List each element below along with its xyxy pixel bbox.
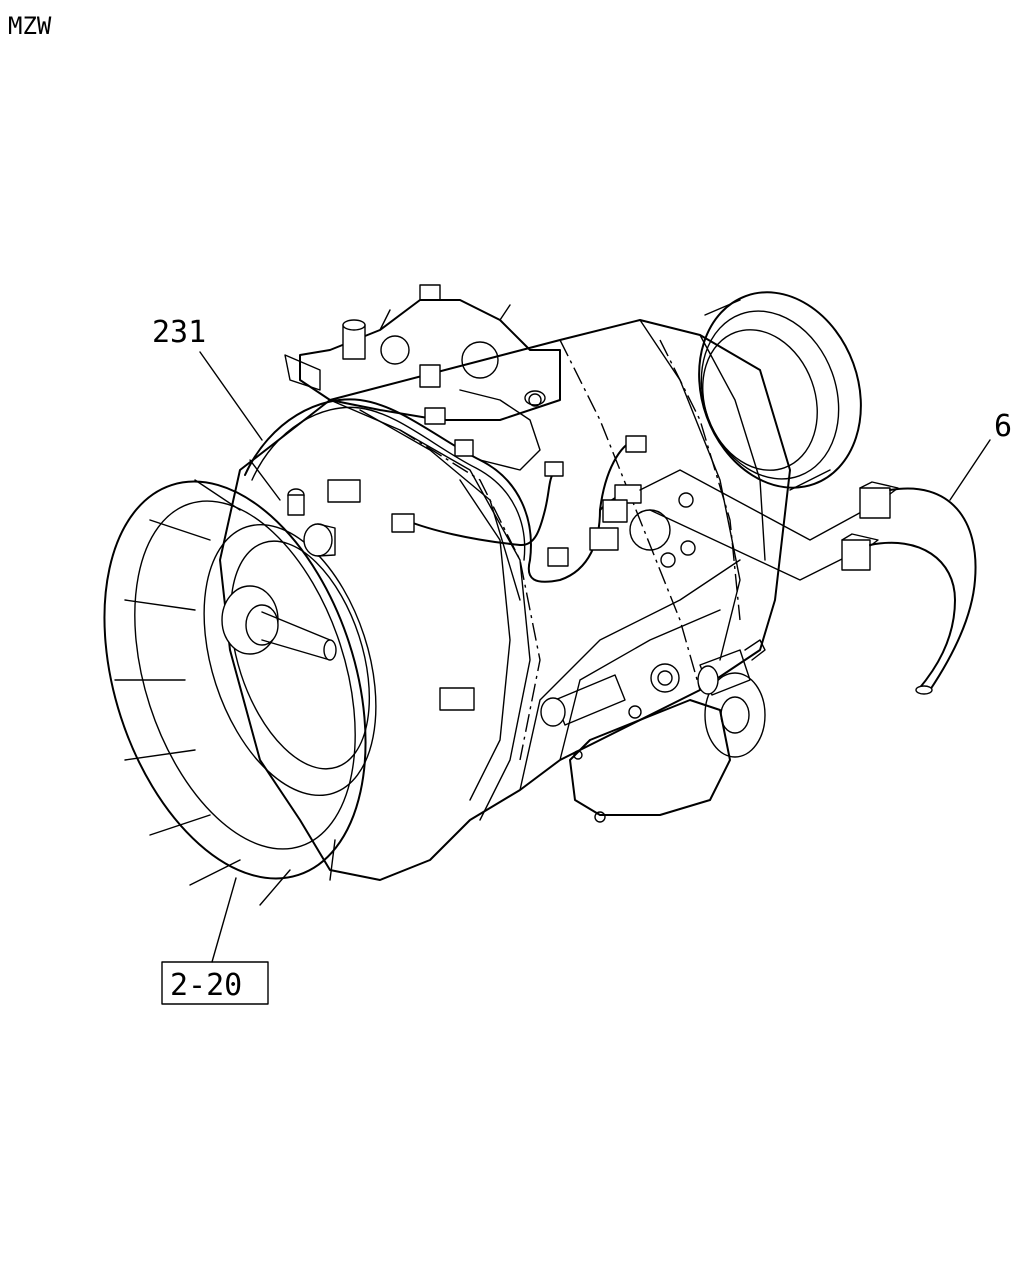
callout-label-6: 6	[994, 409, 1012, 444]
wiring-harness	[244, 398, 647, 583]
input-shaft	[221, 585, 337, 661]
callout-label-2-20[interactable]: 2-20	[170, 968, 242, 1003]
housing-details	[287, 393, 696, 727]
actuator-unit	[569, 639, 766, 823]
rear-drum	[698, 291, 862, 491]
gearbox-housing	[219, 319, 791, 881]
callout-2-20: 2-20	[161, 877, 269, 1005]
callout-6: 6	[949, 409, 1012, 501]
sensor-lead	[639, 469, 977, 695]
shift-tower	[284, 284, 561, 471]
bell-housing	[103, 459, 377, 906]
callout-label-231: 231	[152, 315, 206, 350]
reference-box	[161, 961, 269, 1005]
callout-231: 231	[152, 315, 263, 441]
transmission-illustration	[103, 284, 977, 906]
diagram-code: MZW	[8, 12, 52, 40]
